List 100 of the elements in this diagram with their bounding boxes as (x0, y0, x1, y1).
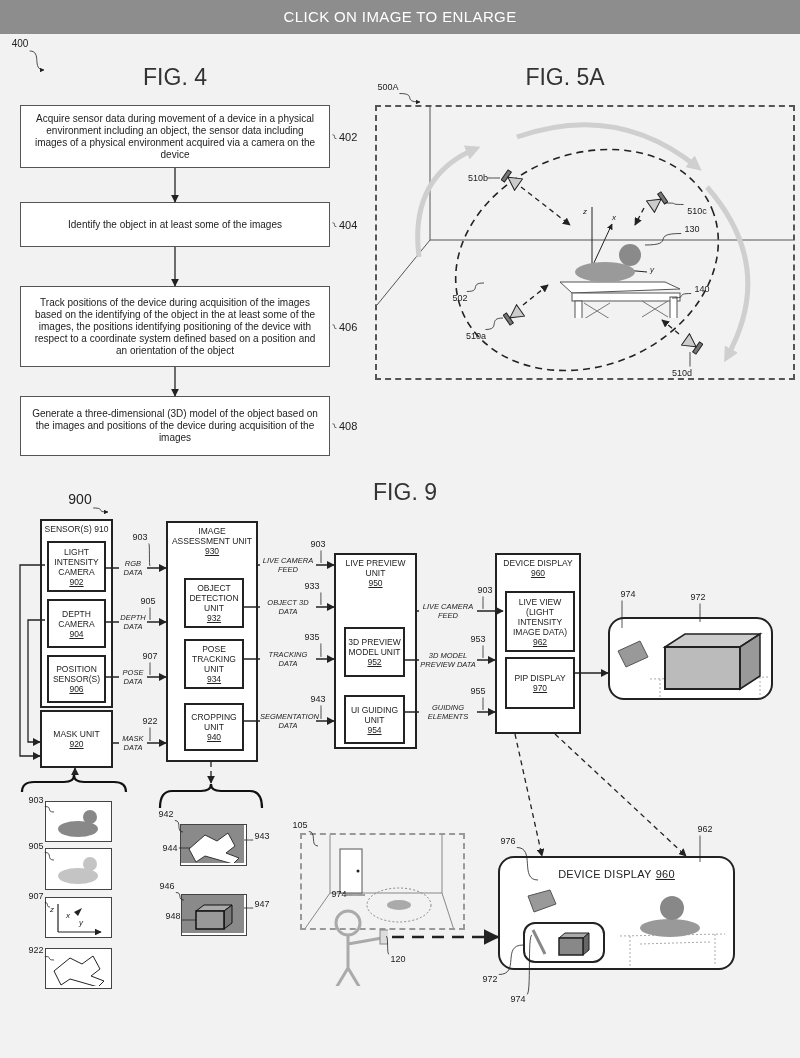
reference-number: 960 (530, 568, 546, 578)
leader-line (487, 177, 501, 179)
arrow (661, 319, 680, 335)
reference-numeral: 974 (509, 994, 527, 1006)
leader-line (498, 944, 524, 975)
reference-numeral: 972 (481, 974, 499, 986)
reference-numeral: 947 (253, 899, 271, 911)
brace (20, 774, 128, 794)
leader-line (345, 894, 366, 896)
reference-numeral: 500A (376, 82, 400, 94)
segmentation-thumbnail (180, 824, 247, 866)
inset-preview-drawing (523, 922, 605, 963)
leader-line (664, 202, 684, 205)
reference-numeral: 510a (464, 331, 488, 343)
leader-line (175, 892, 185, 901)
unit-name: 3D PREVIEW MODEL UNIT (348, 637, 401, 657)
unit-box (40, 519, 113, 708)
dog-image-thumbnail (45, 801, 112, 842)
axis-letter: x (66, 912, 70, 920)
leader-line (178, 847, 191, 849)
arrow (207, 761, 215, 784)
camera-icon (501, 169, 523, 191)
leader-line (44, 852, 55, 861)
unit-box (47, 541, 106, 592)
unit-name: MASK UNIT (53, 729, 100, 739)
unit-name: IMAGE ASSESSMENT UNIT (170, 526, 254, 546)
reference-numeral: 404 (339, 217, 358, 233)
reference-numeral: 408 (339, 418, 358, 434)
banner: CLICK ON IMAGE TO ENLARGE (0, 0, 800, 34)
unit-name: LIVE VIEW (LIGHT INTENSITY IMAGE DATA) (512, 596, 568, 637)
leader-line (516, 847, 539, 881)
unit-box (47, 655, 106, 703)
arrow (171, 246, 179, 287)
arrow (171, 366, 179, 397)
arrow (27, 619, 46, 746)
unit-box (344, 695, 405, 744)
step-text: Track positions of the device during acquisition of the images based on the identifying of the object in the at least some of the images, the positions identifying positioning of the device with respect to a coordinate system defined based on a position and an orientation of the object (33, 296, 317, 357)
leader-line (149, 662, 151, 676)
reference-number: 904 (69, 628, 84, 639)
arrow (171, 167, 179, 203)
leader-line (644, 233, 682, 246)
reference-number: 962 (532, 636, 548, 647)
unit-name: POSITION SENSOR(S) (51, 664, 102, 684)
unit-box (184, 578, 244, 628)
brace (158, 783, 264, 810)
reference-numeral: 905 (139, 596, 157, 608)
unit-name: SENSOR(S) 910 (44, 524, 109, 534)
axis-letter: z (583, 208, 587, 216)
arrow (634, 207, 645, 226)
unit-name: OBJECT DETECTION UNIT (188, 583, 240, 613)
reference-numeral: 120 (389, 954, 407, 966)
unit-name: PIP DISPLAY (514, 673, 566, 683)
reference-number: 954 (367, 724, 382, 735)
leader-line (689, 351, 691, 367)
leader-line (149, 607, 151, 621)
reference-numeral: 942 (157, 809, 175, 821)
room-drawing (300, 833, 465, 930)
reference-numeral: 140 (693, 284, 711, 296)
reference-numeral: 130 (683, 224, 701, 236)
reference-number: 932 (206, 613, 222, 623)
leader-line (320, 592, 322, 606)
reference-numeral: 974 (619, 589, 637, 601)
reference-number: 940 (206, 732, 222, 742)
figure-title: FIG. 9 (373, 477, 437, 507)
reference-numeral: 943 (309, 694, 327, 706)
arrow (19, 564, 46, 760)
reference-numeral: 922 (27, 945, 45, 957)
leader-line (44, 956, 55, 961)
cropped-box-thumbnail (181, 894, 247, 936)
reference-number: 960 (655, 867, 675, 882)
unit-box (505, 591, 575, 652)
leader-line (320, 643, 322, 658)
mask-outline-thumbnail (45, 948, 112, 989)
reference-numeral: 510b (466, 173, 490, 185)
reference-numeral: 935 (303, 632, 321, 644)
reference-numeral: 962 (696, 824, 714, 836)
arrow (520, 186, 571, 226)
leader-line (320, 705, 322, 720)
reference-numeral: 400 (10, 39, 30, 51)
arrow (514, 733, 545, 857)
axis-letter: x (612, 214, 616, 222)
unit-box (40, 710, 113, 768)
unit-box (495, 553, 581, 734)
reference-numeral: 406 (339, 319, 358, 335)
leader-line (699, 835, 701, 863)
reference-numeral: 502 (451, 293, 469, 305)
leader-line (320, 550, 322, 564)
axis-letter: y (650, 266, 654, 274)
reference-numeral: 943 (253, 831, 271, 843)
display-screen (498, 856, 735, 970)
leader-line (621, 600, 623, 629)
leader-line (149, 727, 151, 742)
reference-numeral: 976 (499, 836, 517, 848)
arrow (392, 929, 500, 945)
reference-numeral: 907 (27, 891, 45, 903)
unit-box (505, 657, 575, 709)
reference-numeral: 105 (291, 820, 309, 832)
figure-title: FIG. 4 (143, 62, 207, 92)
unit-name: LIVE PREVIEW UNIT (344, 558, 407, 578)
reference-numeral: 953 (469, 634, 487, 646)
